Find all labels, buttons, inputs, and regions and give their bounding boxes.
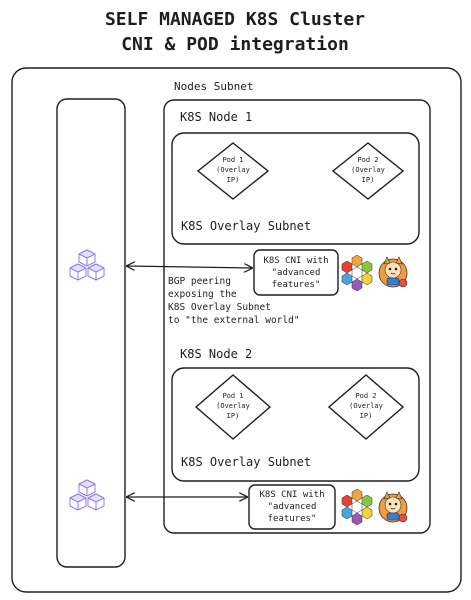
pod-ip-label: IP): [227, 412, 240, 420]
cni-line-1: K8S CNI with: [259, 490, 324, 500]
bgp-note-line-1: BGP peering: [168, 276, 231, 287]
title-line-2: CNI & POD integration: [121, 34, 349, 55]
pod-name: Pod 1: [222, 392, 243, 400]
cni-line-2: "advanced: [272, 268, 321, 278]
router-cube-icon-1: [69, 249, 105, 281]
node-1-cni-box: [253, 249, 339, 296]
pod-name: Pod 2: [355, 392, 376, 400]
node-1-overlay-box: [171, 132, 420, 245]
pod-overlay-label: (Overlay: [349, 402, 383, 410]
node-2-overlay-label: K8S Overlay Subnet: [181, 455, 311, 469]
cluster-frame: [11, 67, 462, 593]
node-1-pod-2: Pod 2 (Overlay IP): [331, 142, 405, 200]
pod-name: Pod 2: [357, 156, 378, 164]
cni-line-1: K8S CNI with: [263, 256, 328, 266]
router-cube-icon-2: [69, 479, 105, 511]
pod-overlay-label: (Overlay: [216, 166, 250, 174]
pod-ip-label: IP): [227, 176, 240, 184]
nodes-subnet-box: [163, 99, 431, 534]
cilium-logo-icon: [378, 256, 408, 288]
cni-line-2: "advanced: [268, 502, 317, 512]
cilium-logo-icon: [378, 491, 408, 523]
cni-line-3: features": [272, 280, 321, 290]
pod-ip-label: IP): [360, 412, 373, 420]
pod-ip-label: IP): [362, 176, 375, 184]
pod-overlay-label: (Overlay: [216, 402, 250, 410]
node-1-label: K8S Node 1: [180, 110, 252, 124]
bgp-note-line-3: K8S Overlay Subnet: [168, 302, 271, 313]
pod-overlay-label: (Overlay: [351, 166, 385, 174]
bgp-note-line-2: exposing the: [168, 289, 237, 300]
cni-line-3: features": [268, 514, 317, 524]
title-line-1: SELF MANAGED K8S Cluster: [105, 9, 365, 30]
node-2-cni-box: [248, 484, 336, 530]
calico-logo-icon: [341, 254, 373, 292]
node-2-pod-2: Pod 2 (Overlay IP): [327, 374, 405, 440]
external-router-column: [56, 98, 126, 568]
node-2-pod-1: Pod 1 (Overlay IP): [194, 374, 272, 440]
node-1-overlay-label: K8S Overlay Subnet: [181, 219, 311, 233]
node-2-label: K8S Node 2: [180, 347, 252, 361]
bgp-note-line-4: to "the external world": [168, 315, 300, 326]
calico-logo-icon: [341, 488, 373, 526]
pod-name: Pod 1: [222, 156, 243, 164]
nodes-subnet-label: Nodes Subnet: [174, 80, 253, 93]
node-2-overlay-box: [171, 367, 420, 482]
bgp-arrow-node-1: [127, 266, 252, 268]
node-1-pod-1: Pod 1 (Overlay IP): [196, 142, 270, 200]
